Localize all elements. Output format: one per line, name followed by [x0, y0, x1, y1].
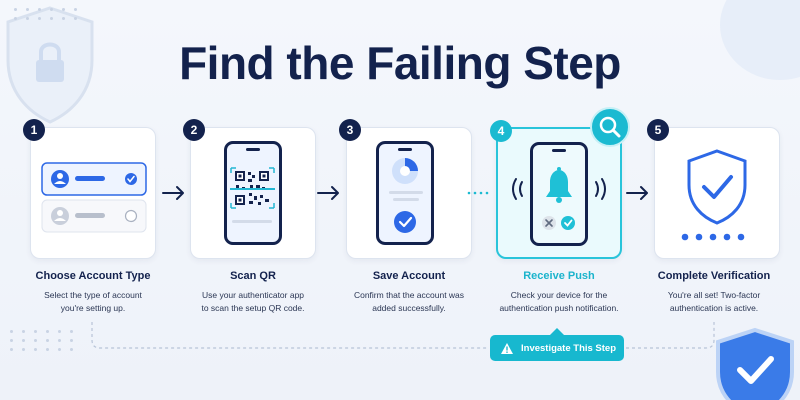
- step-number: 1: [23, 119, 45, 141]
- background-shield-check-icon: [716, 327, 794, 400]
- step-title: Save Account: [372, 270, 446, 282]
- save-success-illustration: [389, 158, 423, 233]
- push-notification-illustration: [512, 167, 606, 230]
- background-dots: [10, 330, 76, 351]
- step-title: Complete Verification: [657, 270, 771, 282]
- step-title: Receive Push: [523, 270, 595, 282]
- step-card-choose-account-type[interactable]: 1: [23, 119, 156, 259]
- background-dots: [14, 8, 80, 20]
- step-number: 2: [183, 119, 205, 141]
- phone-icon: [224, 141, 282, 245]
- arrow-right-icon: [626, 186, 648, 200]
- step-card-scan-qr[interactable]: 2: [183, 119, 316, 259]
- step-card-save-account[interactable]: 3: [339, 119, 472, 259]
- step-title: Choose Account Type: [35, 270, 151, 282]
- arrow-right-icon: [162, 186, 184, 200]
- arrow-right-icon: [317, 186, 339, 200]
- dotted-connector-icon: [467, 191, 489, 195]
- magnifier-search-icon: [590, 107, 630, 147]
- page-title: Find the Failing Step: [179, 37, 621, 89]
- step-number: 3: [339, 119, 361, 141]
- warning-icon: [501, 342, 513, 354]
- step-number: 5: [647, 119, 669, 141]
- qr-code-icon: [230, 167, 275, 223]
- step-card-complete-verification[interactable]: 5: [647, 119, 780, 259]
- investigate-step-button[interactable]: Investigate This Step: [490, 328, 624, 361]
- step-title: Scan QR: [230, 270, 276, 282]
- shield-check-icon: [681, 149, 747, 241]
- account-type-options-illustration: [41, 162, 147, 233]
- step-card-receive-push[interactable]: 4: [490, 120, 622, 259]
- step-number: 4: [490, 120, 512, 142]
- investigate-step-label: Investigate This Step: [521, 342, 617, 354]
- background-shield-lock-icon: [6, 6, 94, 124]
